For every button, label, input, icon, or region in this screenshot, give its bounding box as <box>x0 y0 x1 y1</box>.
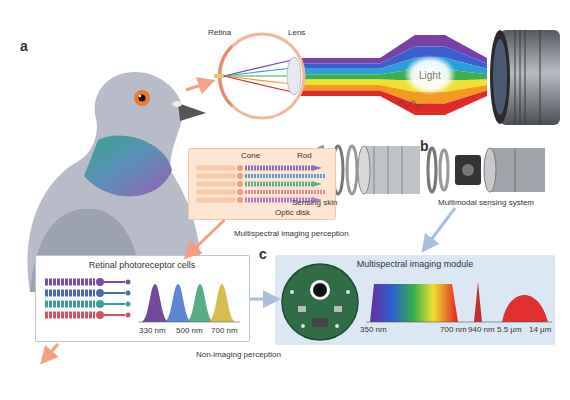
pigeon <box>139 95 146 102</box>
wavelength-tick: 14 μm <box>529 325 551 335</box>
wavelength-tick: 700 nm <box>211 326 238 336</box>
view-arrow <box>186 82 210 90</box>
wavelength-tick: 5.5 μm <box>497 325 522 335</box>
pigeon <box>172 101 182 107</box>
flow-arrow <box>250 298 275 301</box>
camera-lens <box>540 30 541 125</box>
part-label: Lens <box>288 28 305 38</box>
eye-cross-section <box>224 76 292 92</box>
eye-cross-section <box>287 57 301 95</box>
exploded-parts <box>484 148 496 192</box>
panel-title: Retinal photoreceptor cells <box>36 260 248 271</box>
exploded-parts <box>490 148 545 192</box>
exploded-parts <box>374 146 375 194</box>
pigeon <box>178 103 206 121</box>
exploded-parts <box>455 155 481 185</box>
eye-cross-section <box>220 34 304 118</box>
part-label: Sensing skin <box>292 198 337 208</box>
pigeon <box>139 95 141 97</box>
eye-cross-section <box>224 76 292 84</box>
eye-cross-section <box>214 74 224 78</box>
camera-lens <box>525 30 526 125</box>
light-beams <box>300 69 487 80</box>
part-label: Multimodal sensing system <box>438 198 534 208</box>
cell-label: Rod <box>297 151 312 161</box>
wavelength-tick: 500 nm <box>176 326 203 336</box>
camera-lens <box>520 30 521 125</box>
photoreceptor-panel: Retinal photoreceptor cells 330 nm 500 nm 7… <box>35 255 250 342</box>
flow-arrow <box>188 220 225 255</box>
flow-arrows <box>425 208 455 248</box>
camera-lens <box>493 39 507 115</box>
pigeon <box>134 90 150 106</box>
pigeon <box>84 135 172 196</box>
exploded-parts <box>440 150 448 190</box>
wavelength-tick: 940 nm <box>468 325 495 335</box>
retina-inset: Cone RodOptic disk <box>188 148 336 220</box>
imaging-module-panel: Multispectral imaging module 350 nm 700 nm… <box>275 255 555 345</box>
exploded-parts <box>364 146 420 194</box>
eye-cross-section <box>224 75 292 76</box>
exploded-parts <box>347 146 357 194</box>
light-label: Light <box>419 70 441 82</box>
wavelength-tick: 350 nm <box>360 325 387 335</box>
panel-letter: b <box>420 138 429 154</box>
part-label: Retina <box>208 28 231 38</box>
light-beams <box>300 90 487 115</box>
flow-arrows <box>44 344 58 360</box>
camera-lens <box>515 30 516 125</box>
light-beams <box>404 55 456 95</box>
exploded-parts <box>388 146 389 194</box>
exploded-parts <box>428 148 436 192</box>
panel-letter: c <box>259 246 267 262</box>
wavelength-tick: 700 nm <box>440 325 467 335</box>
exploded-parts <box>358 146 370 194</box>
exploded-parts <box>515 148 516 192</box>
flow-label: Non-imaging perception <box>196 350 281 360</box>
light-beams <box>398 101 422 107</box>
flow-label: Multispectral imaging perception <box>234 229 349 239</box>
eye-cross-section <box>214 34 304 118</box>
camera-lens <box>490 30 510 124</box>
camera-lens <box>490 30 560 125</box>
eye-cross-section <box>224 60 292 76</box>
panel-title: Multispectral imaging module <box>275 259 555 270</box>
eye-cross-section <box>224 68 292 76</box>
panel-letter: a <box>20 38 28 54</box>
cell-label: Cone <box>241 151 260 161</box>
view-arrow <box>186 82 210 90</box>
part-label: Optic disk <box>275 208 310 218</box>
exploded-parts <box>462 164 474 176</box>
exploded-parts <box>402 146 403 194</box>
wavelength-tick: 330 nm <box>139 326 166 336</box>
light-beams <box>300 35 487 115</box>
